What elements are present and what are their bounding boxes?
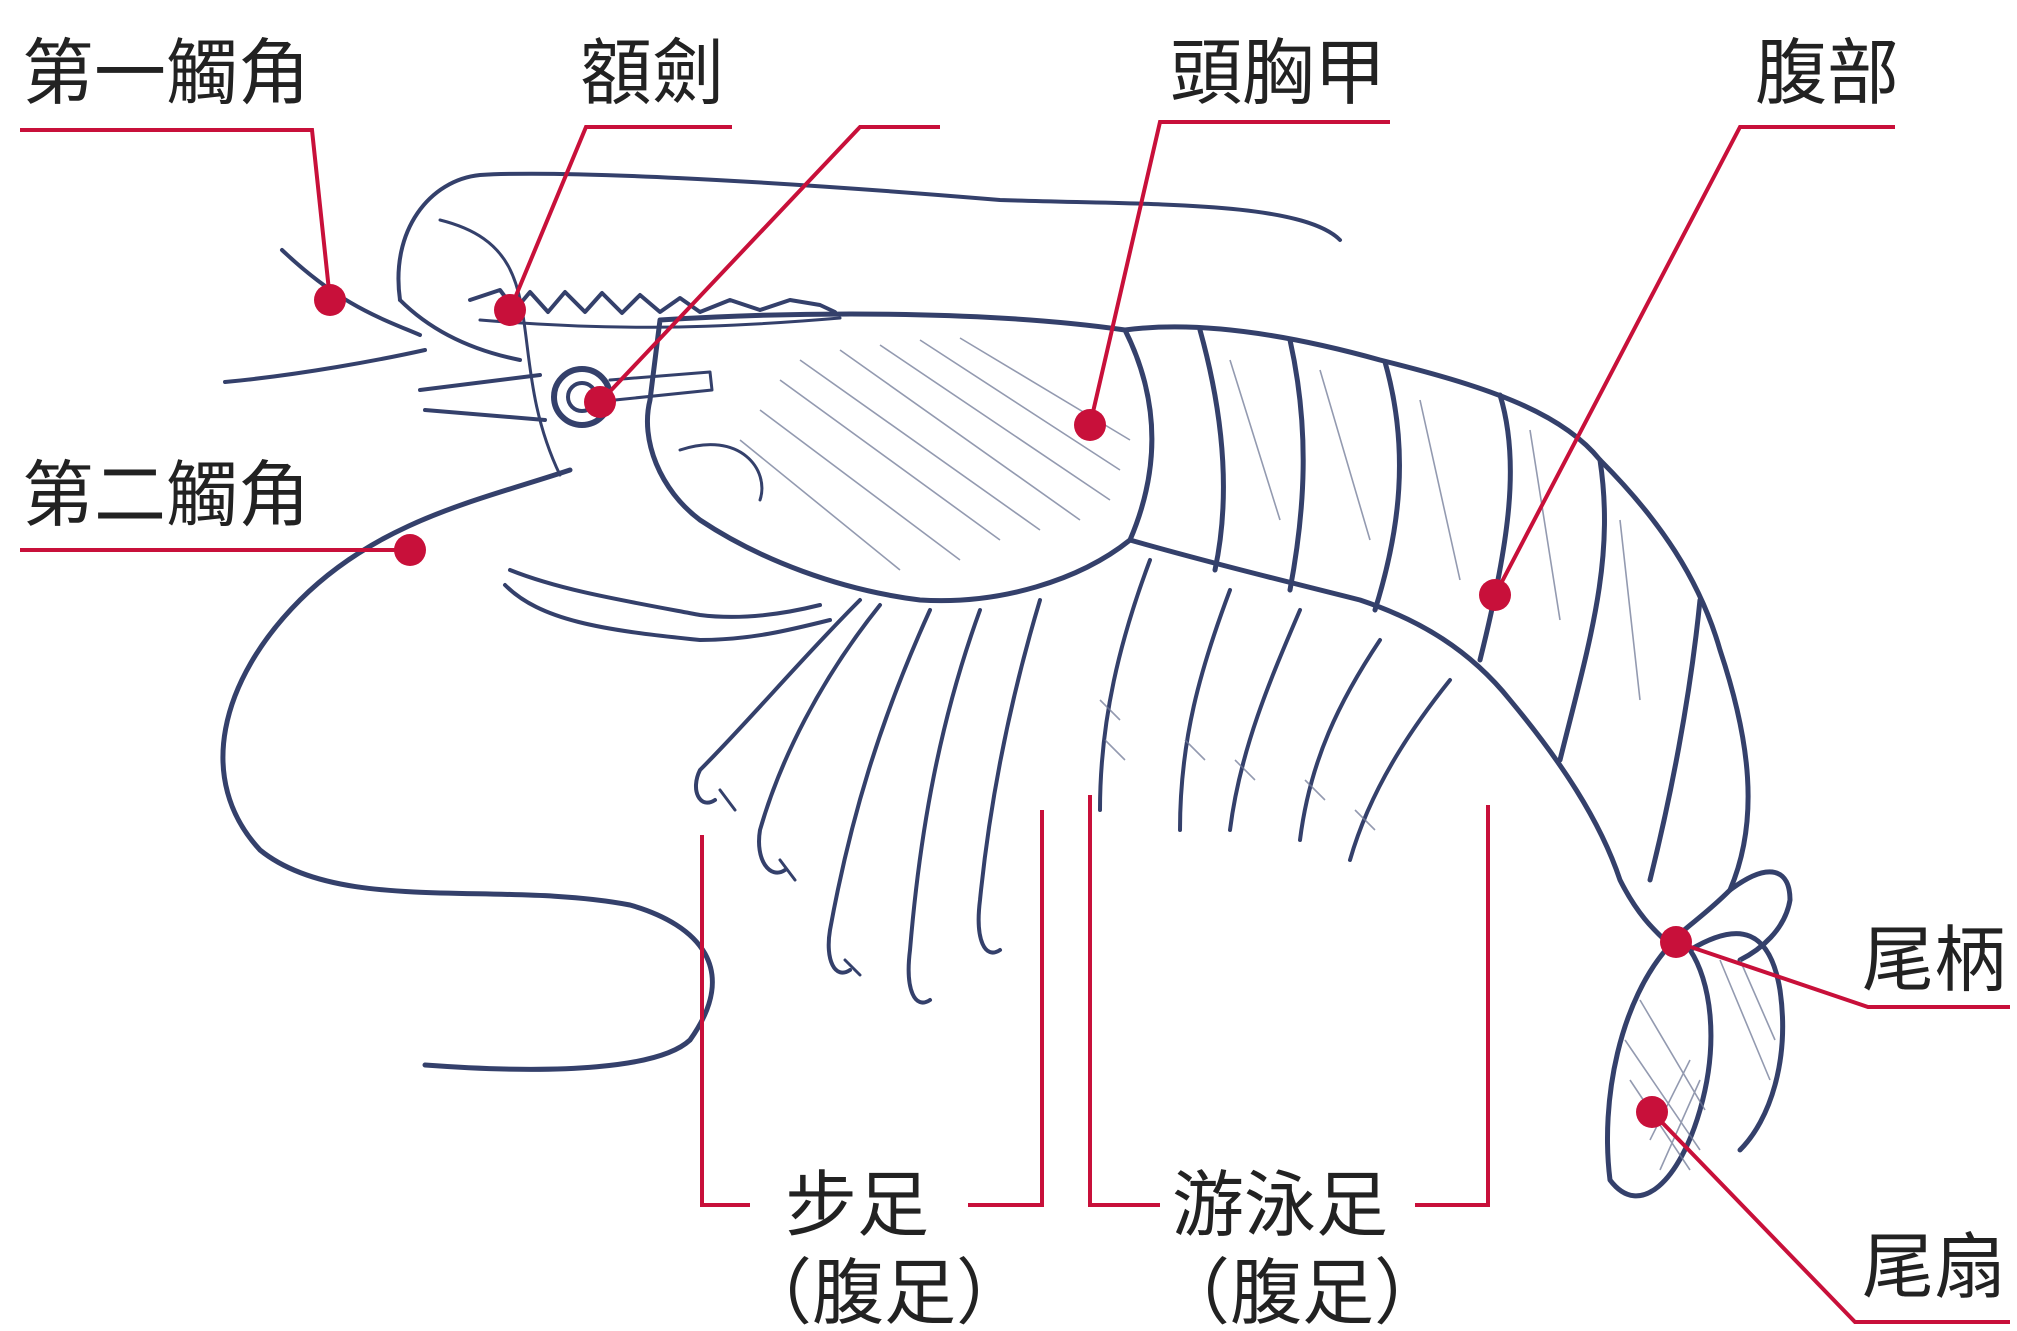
tail-fan-label: 尾扇 xyxy=(1862,1225,2006,1309)
swimming-legs-label: 游泳足 xyxy=(1172,1163,1388,1247)
carapace-marker xyxy=(1074,409,1106,441)
antennule-marker xyxy=(314,284,346,316)
rostrum-leader xyxy=(510,127,732,310)
tail-fan-marker xyxy=(1636,1096,1668,1128)
walking-legs-bracket-right xyxy=(968,810,1042,1205)
rostrum-label: 額劍 xyxy=(580,31,724,115)
walking-legs-label: 步足 xyxy=(785,1163,929,1247)
antennule-leader xyxy=(20,130,330,300)
swimming-legs-drawing xyxy=(1100,560,1450,860)
carapace-label: 頭胸甲 xyxy=(1170,31,1386,115)
carapace-drawing xyxy=(647,314,1151,601)
eye-drawing xyxy=(420,369,712,425)
walking-legs-bracket-left xyxy=(702,835,750,1205)
walking-legs-note: （腹足） xyxy=(740,1251,1028,1331)
swimming-legs-note: （腹足） xyxy=(1158,1251,1446,1331)
swimming-legs-bracket-right xyxy=(1415,805,1488,1205)
abdomen-marker xyxy=(1479,579,1511,611)
walking-legs-drawing xyxy=(505,570,1040,1003)
rostrum-marker xyxy=(494,294,526,326)
annotation-labels: 第一觸角 額劍 頭胸甲 腹部 第二觸角 步足 （腹足） 游泳足 （腹足） 尾柄 … xyxy=(22,31,2006,1331)
carapace-leader xyxy=(1090,122,1390,425)
antennule-label: 第一觸角 xyxy=(22,31,310,115)
eye-marker xyxy=(584,386,616,418)
swimming-legs-bracket-left xyxy=(1090,795,1160,1205)
antenna-marker xyxy=(394,534,426,566)
antenna-label: 第二觸角 xyxy=(22,453,310,537)
abdomen-label: 腹部 xyxy=(1755,31,1899,115)
abdomen-leader xyxy=(1495,127,1895,595)
annotation-leaders xyxy=(20,122,2010,1322)
antenna-drawing xyxy=(223,220,712,1069)
telson-marker xyxy=(1660,926,1692,958)
eye-leader xyxy=(600,127,940,402)
abdomen-drawing xyxy=(1125,327,1748,945)
telson-label: 尾柄 xyxy=(1862,918,2006,1002)
shrimp-illustration xyxy=(223,174,1790,1196)
